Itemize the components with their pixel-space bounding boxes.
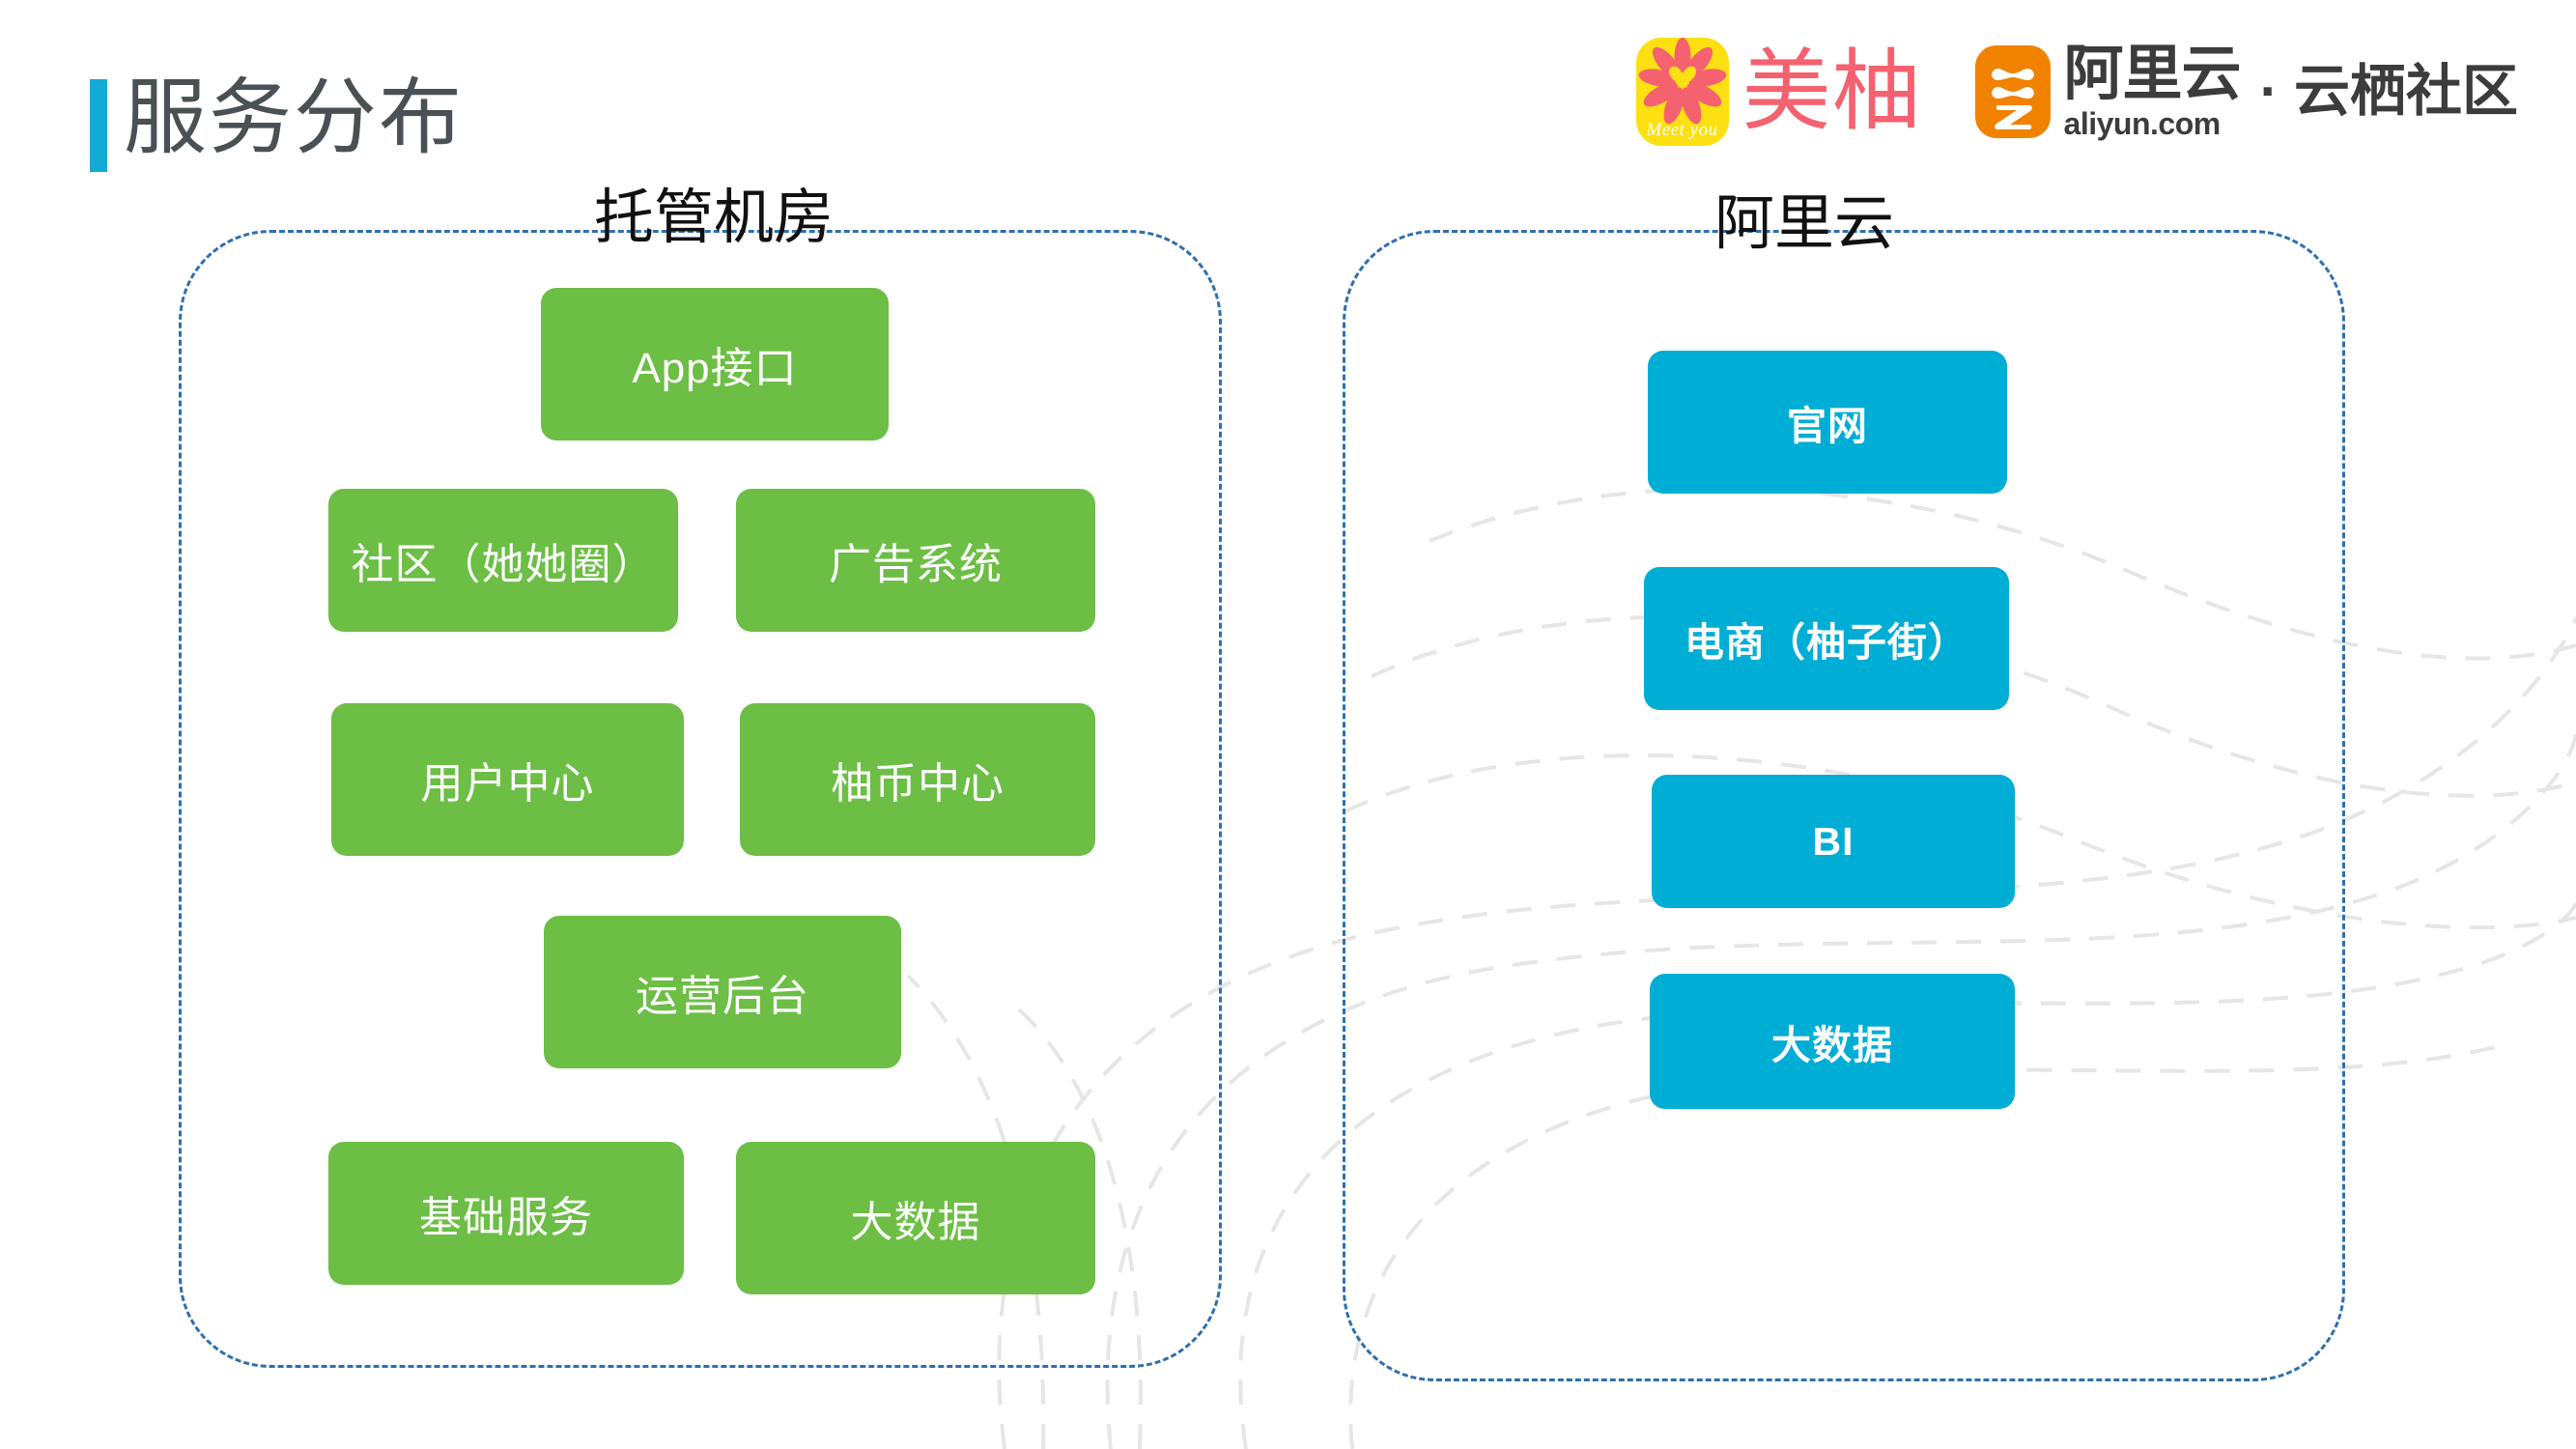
meetyou-logo: Meet you 美柚 [1635, 38, 1922, 146]
aliyun-cloud-icon [1974, 45, 2051, 138]
aliyun-domain: aliyun.com [2063, 106, 2222, 141]
aliyun-logo: 阿里云 aliyun.com · 云栖社区 [1974, 41, 2518, 141]
service-box-user-center[interactable]: 用户中心 [331, 703, 684, 856]
service-box-app-interface[interactable]: App接口 [541, 288, 889, 440]
service-box-ad-system[interactable]: 广告系统 [736, 489, 1095, 632]
service-box-bi[interactable]: BI [1652, 775, 2015, 908]
aliyun-textblock: 阿里云 aliyun.com [2063, 41, 2242, 141]
yunqi-community-suffix: · 云栖社区 [2259, 60, 2518, 123]
service-box-big-data-cloud[interactable]: 大数据 [1650, 974, 2015, 1109]
aliyun-wordmark: 阿里云 [2063, 41, 2242, 107]
slide-header: 服务分布 [0, 0, 2576, 193]
zone-alibaba-cloud-label: 阿里云 [1714, 191, 1895, 257]
meetyou-grapefruit-icon: Meet you [1635, 38, 1729, 146]
page-title: 服务分布 [124, 71, 464, 164]
meetyou-tagline: Meet you [1646, 120, 1718, 140]
zone-hosted-datacenter-label: 托管机房 [594, 185, 835, 251]
service-box-operations-backend[interactable]: 运营后台 [544, 916, 901, 1068]
logo-group: Meet you 美柚 阿里云 aliyun.com · 云栖社区 [1635, 29, 2518, 155]
service-box-ecommerce[interactable]: 电商（柚子街） [1644, 567, 2009, 710]
meetyou-wordmark: 美柚 [1741, 43, 1922, 141]
service-box-community[interactable]: 社区（她她圈） [328, 489, 678, 632]
title-accent-bar [90, 79, 107, 172]
service-box-official-site[interactable]: 官网 [1648, 351, 2007, 494]
service-box-basic-services[interactable]: 基础服务 [328, 1142, 684, 1285]
service-box-youcoin-center[interactable]: 柚币中心 [740, 703, 1095, 856]
service-box-big-data-hosted[interactable]: 大数据 [736, 1142, 1095, 1294]
